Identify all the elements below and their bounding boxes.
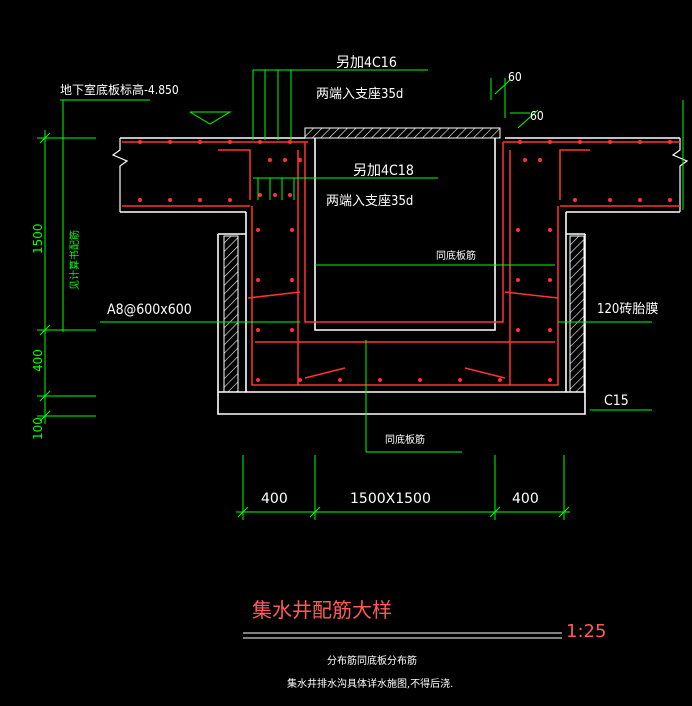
rebar-outer-u (251, 206, 559, 386)
pit-outer (245, 212, 567, 393)
brick-wall-right (569, 235, 585, 393)
label-spec-a8: A8@600x600 (107, 302, 192, 318)
dim-400-left: 400 (261, 491, 288, 507)
break-lines (111, 138, 689, 212)
drawing-scale: 1:25 (566, 621, 607, 642)
label-c15: C15 (604, 393, 629, 409)
note-line2: 集水井排水沟具体详水施图,不得后浇. (287, 679, 454, 690)
rebar-dots (138, 140, 672, 382)
label-dim-60a: 60 (508, 70, 522, 84)
vertical-dims (37, 130, 96, 424)
brick-wall-left (223, 235, 239, 393)
dim-center: 1500X1500 (350, 491, 431, 507)
label-bottom-same: 同底板筋 (385, 435, 425, 446)
drawing-title: 集水井配筋大样 (252, 598, 392, 622)
dim-400: 400 (31, 349, 45, 372)
label-mid-rebar: 另加4C18 (353, 163, 414, 179)
rebar-inner-u (304, 142, 504, 323)
label-top-rebar: 另加4C16 (336, 55, 397, 71)
note-line1: 分布筋同底板分布筋 (327, 656, 417, 667)
leaders (60, 69, 684, 453)
rebar (122, 141, 680, 386)
label-floor-level: 地下室底板标高-4.850 (60, 83, 179, 97)
concrete-outline (120, 137, 680, 415)
title-underline (243, 632, 562, 639)
c15-layer (217, 234, 586, 415)
cover-plate (304, 127, 501, 139)
dim-400-right: 400 (512, 491, 539, 507)
label-top-anchor: 两端入支座35d (316, 87, 404, 102)
pit-inner (314, 138, 496, 331)
label-dim-60b: 60 (530, 109, 544, 123)
horizontal-dims (236, 455, 570, 520)
label-mid-anchor: 两端入支座35d (326, 194, 414, 209)
dim-100: 100 (31, 417, 45, 440)
label-rebar-same: 同底板筋 (436, 251, 476, 262)
dim-1500: 1500 (31, 223, 45, 254)
label-side-note: 见计算书配筋 (70, 230, 81, 290)
label-brick-120: 120砖胎膜 (597, 302, 659, 317)
